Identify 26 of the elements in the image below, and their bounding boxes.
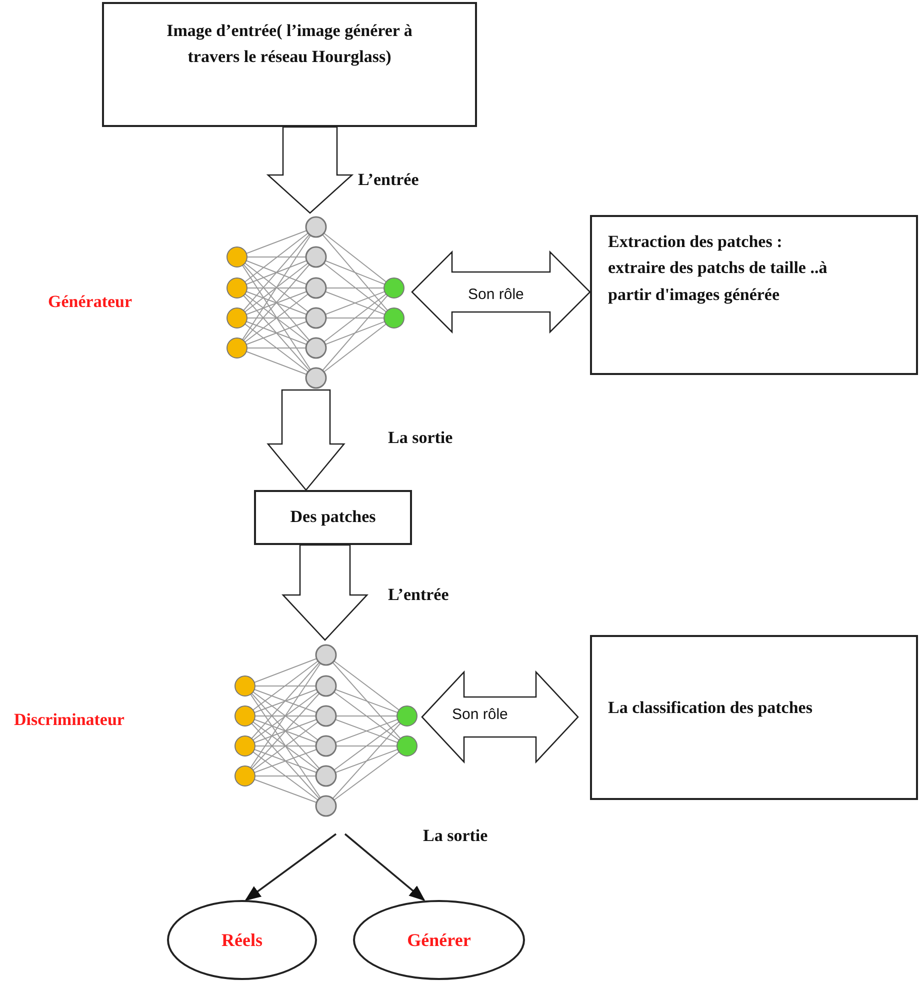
output-label: La sortie xyxy=(423,826,488,846)
box-heading: La classification des patches xyxy=(608,697,814,719)
edge-label: L’entrée xyxy=(388,585,449,605)
outcome-text: Réels xyxy=(222,930,262,950)
box-heading: Image d’entrée( l’image générer à travers le réseau Hourglass) xyxy=(166,20,414,68)
double-block-arrow xyxy=(411,250,591,334)
box-heading: Extraction des patches : xyxy=(608,231,784,253)
block-arrow xyxy=(266,389,346,492)
arrow xyxy=(244,833,337,901)
text-box xyxy=(254,490,412,545)
edge-label: Son rôle xyxy=(452,706,508,723)
block-arrow xyxy=(266,126,354,214)
text-box xyxy=(590,215,918,375)
arrow xyxy=(344,833,426,902)
text-box xyxy=(102,2,477,127)
box-text: extraire des patchs de taille ..à partir d'images générée xyxy=(608,257,828,306)
text-box xyxy=(590,635,918,800)
block-arrow xyxy=(282,544,368,641)
edge-label: Son rôle xyxy=(468,286,524,303)
network-label: Générateur xyxy=(48,292,132,312)
box-heading: Des patches xyxy=(290,506,376,528)
edge-label: L’entrée xyxy=(358,170,419,190)
network-label: Discriminateur xyxy=(14,710,124,730)
edge-label: La sortie xyxy=(388,428,453,448)
double-block-arrow xyxy=(421,670,579,764)
outcome-text: Générer xyxy=(407,930,471,950)
